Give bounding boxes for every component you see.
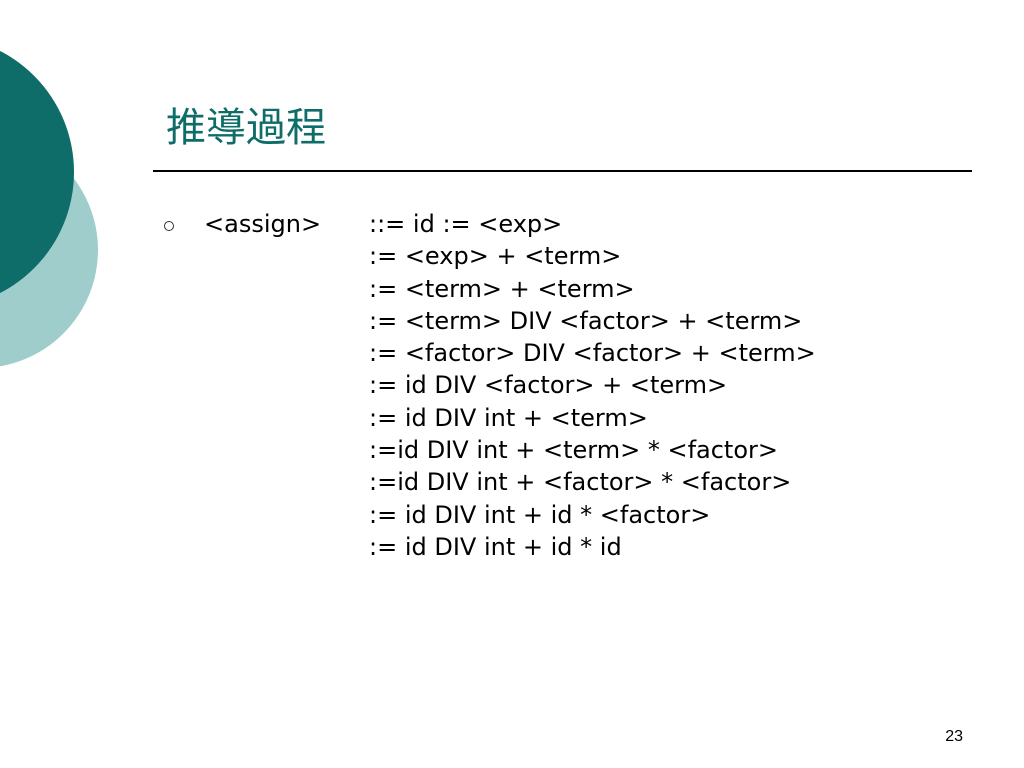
bullet-term: <assign>: [204, 210, 322, 238]
derivation-step: := <factor> DIV <factor> + <term>: [369, 339, 816, 368]
derivation-step: := id DIV int + id * id: [369, 532, 622, 561]
slide-title: 推導過程: [166, 105, 326, 151]
derivation-step: := id DIV int + id * <factor>: [369, 500, 711, 529]
derivation-step: := <term> + <term>: [369, 274, 635, 303]
decorative-circles: [0, 50, 98, 367]
derivation-step: ::= id := <exp>: [369, 210, 563, 238]
derivation-steps: ::= id := <exp> := <exp> + <term> := <te…: [369, 208, 816, 563]
derivation-step: := id DIV <factor> + <term>: [369, 371, 728, 400]
derivation-step: := <exp> + <term>: [369, 242, 622, 271]
hollow-circle-bullet-icon: [164, 221, 174, 231]
derivation-step: :=id DIV int + <term> * <factor>: [369, 436, 778, 465]
derivation-step: := id DIV int + <term>: [369, 403, 648, 432]
derivation-step: := <term> DIV <factor> + <term>: [369, 306, 803, 335]
page-number: 23: [945, 728, 963, 745]
light-teal-circle: [0, 133, 98, 367]
dark-teal-circle: [0, 50, 74, 294]
derivation-step: :=id DIV int + <factor> * <factor>: [369, 468, 792, 497]
title-divider: [153, 170, 972, 172]
